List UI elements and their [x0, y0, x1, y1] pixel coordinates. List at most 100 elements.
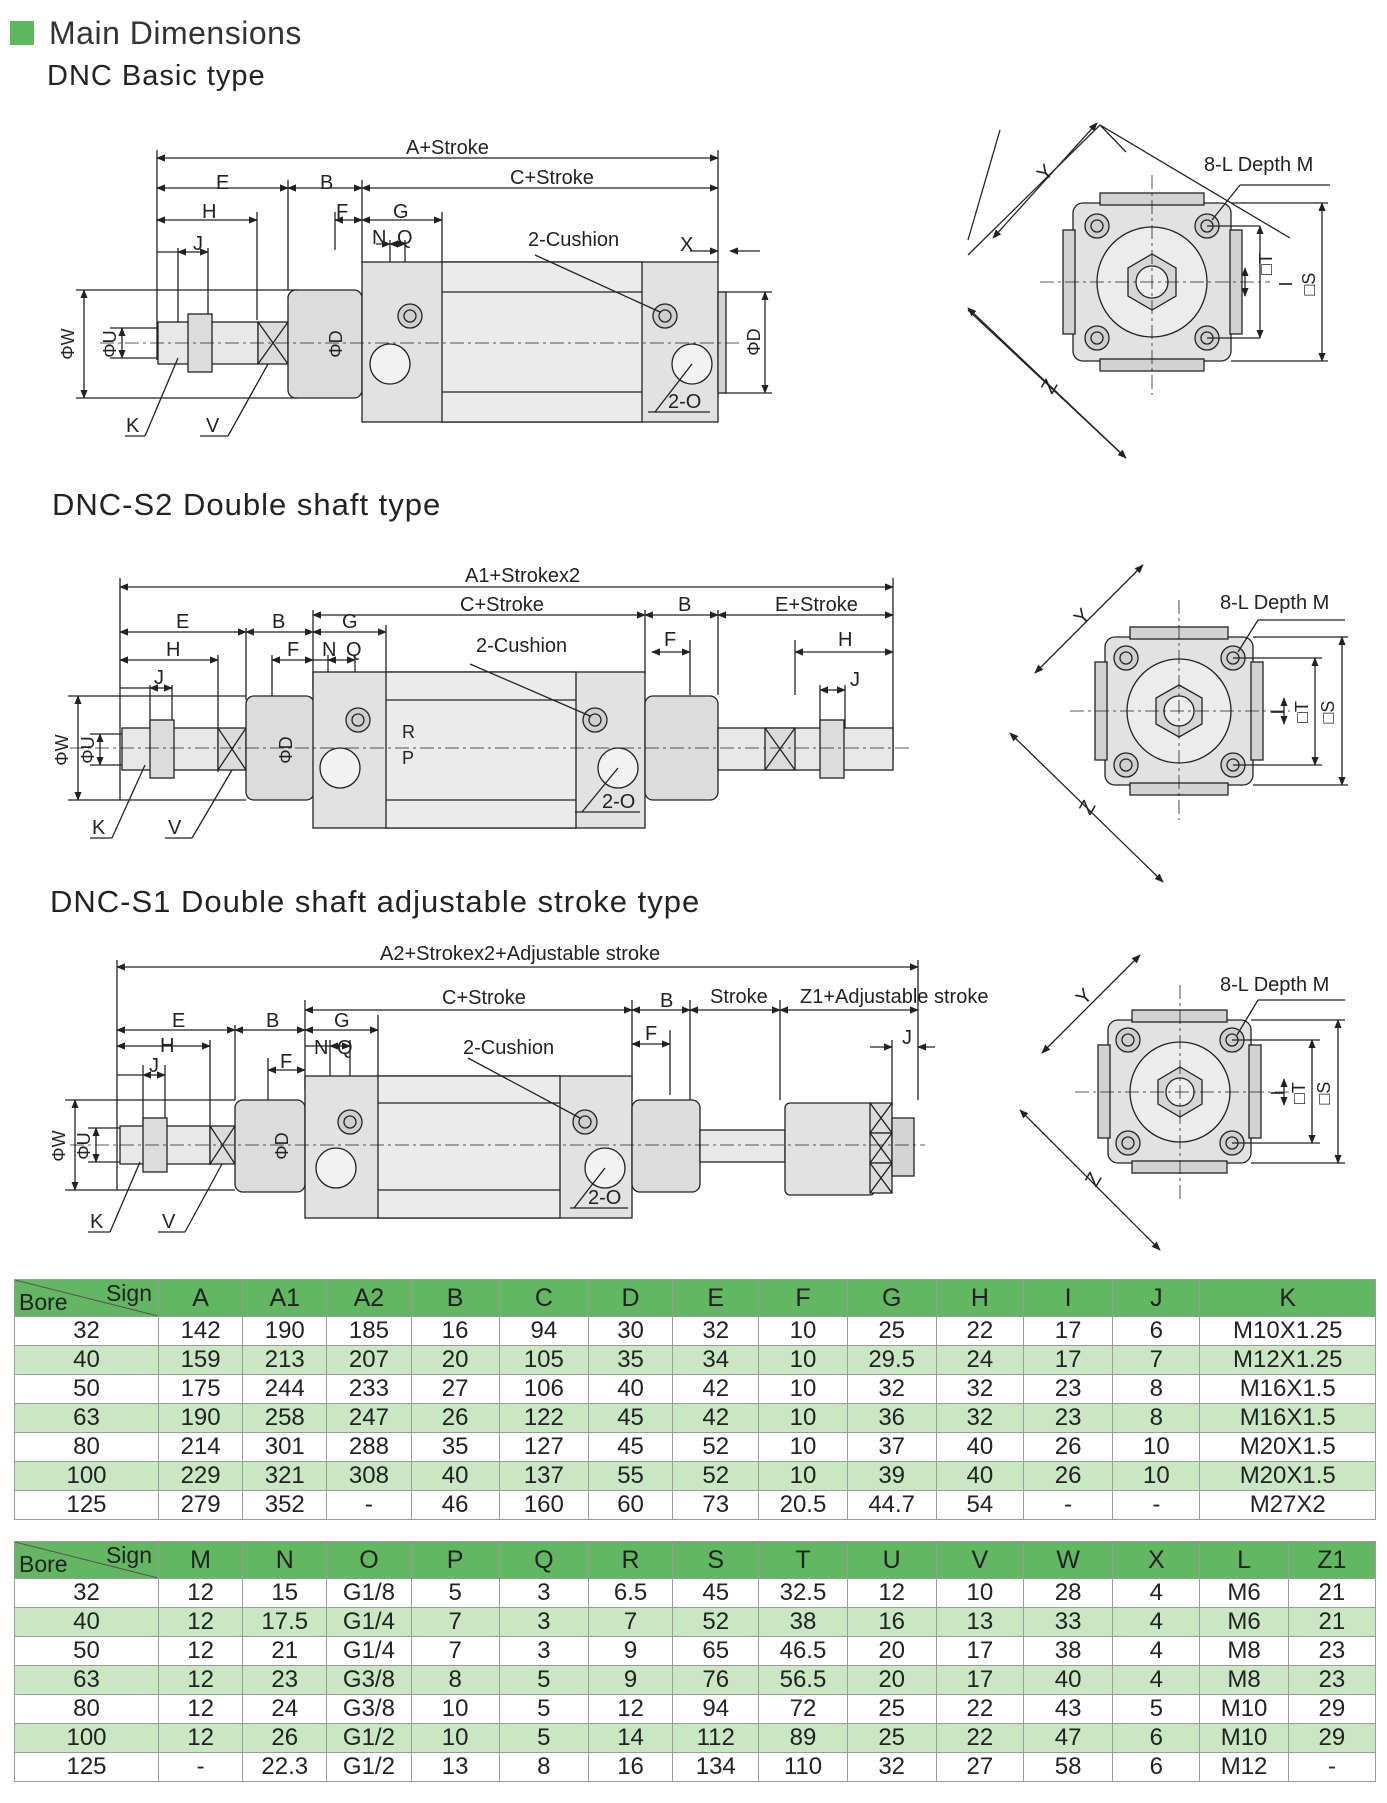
value-cell: M8 — [1199, 1636, 1289, 1666]
value-cell: M20X1.5 — [1199, 1461, 1376, 1491]
label-v: V — [206, 415, 220, 437]
value-cell: 29 — [1287, 1723, 1377, 1753]
value-cell: 207 — [326, 1345, 412, 1375]
dim-i: I — [1268, 1090, 1288, 1095]
value-cell: 17.5 — [242, 1607, 328, 1637]
bore-cell: 40 — [14, 1607, 159, 1637]
column-header: B — [410, 1279, 500, 1317]
dim-q: Q — [337, 1037, 353, 1059]
value-cell: 10 — [935, 1578, 1025, 1608]
value-cell: 5 — [1112, 1694, 1201, 1724]
value-cell: 106 — [498, 1374, 589, 1404]
label-k: K — [126, 415, 140, 437]
value-cell: 45 — [587, 1432, 674, 1462]
column-header: M — [157, 1541, 244, 1579]
dim-phi-w: ΦW — [49, 1130, 69, 1161]
value-cell: 20.5 — [758, 1490, 848, 1520]
dim-h: H — [166, 639, 180, 661]
value-cell: G1/8 — [326, 1578, 412, 1608]
dim-s: □S — [1318, 701, 1338, 724]
value-cell: 4 — [1112, 1665, 1201, 1695]
value-cell: 26 — [1022, 1461, 1114, 1491]
drawing-basic-end-labels: 8-L Depth M Y Z I □T □S — [1033, 154, 1319, 398]
dim-b: B — [272, 611, 285, 633]
dim-e: E — [216, 172, 229, 194]
value-cell: 8 — [1112, 1403, 1201, 1433]
dim-phi-w: ΦW — [52, 734, 72, 765]
value-cell: 5 — [498, 1665, 589, 1695]
value-cell: 25 — [846, 1723, 937, 1753]
value-cell: 56.5 — [758, 1665, 848, 1695]
column-header: O — [326, 1541, 412, 1579]
value-cell: 29.5 — [846, 1345, 937, 1375]
value-cell: 6.5 — [587, 1578, 674, 1608]
value-cell: M27X2 — [1199, 1490, 1376, 1520]
column-header: Z1 — [1287, 1541, 1377, 1579]
column-header: I — [1022, 1279, 1114, 1317]
value-cell: - — [1022, 1490, 1114, 1520]
dim-i: I — [1276, 281, 1296, 286]
value-cell: 185 — [326, 1316, 412, 1346]
bore-cell: 80 — [14, 1694, 159, 1724]
value-cell: 12 — [157, 1607, 244, 1637]
value-cell: 5 — [498, 1723, 589, 1753]
dim-h: H — [202, 201, 216, 223]
dim-e-stroke: E+Stroke — [775, 594, 858, 616]
label-cushion: 2-Cushion — [476, 635, 567, 657]
dim-q: Q — [397, 227, 413, 249]
dim-p: P — [402, 748, 414, 768]
value-cell: G1/4 — [326, 1636, 412, 1666]
value-cell: 22 — [935, 1694, 1025, 1724]
value-cell: 58 — [1022, 1752, 1114, 1782]
value-cell: 12 — [157, 1665, 244, 1695]
value-cell: 42 — [672, 1374, 760, 1404]
bore-cell: 63 — [14, 1403, 159, 1433]
dim-z1-adjustable: Z1+Adjustable stroke — [800, 986, 988, 1008]
value-cell: 9 — [587, 1636, 674, 1666]
bore-cell: 32 — [14, 1316, 159, 1346]
value-cell: 22 — [935, 1723, 1025, 1753]
value-cell: M10X1.25 — [1199, 1316, 1376, 1346]
section-header: Main Dimensions — [10, 14, 302, 52]
value-cell: 15 — [242, 1578, 328, 1608]
value-cell: G1/4 — [326, 1607, 412, 1637]
value-cell: G3/8 — [326, 1694, 412, 1724]
section-title-s2: DNC-S2 Double shaft type — [52, 487, 442, 522]
value-cell: 21 — [1287, 1578, 1377, 1608]
value-cell: 190 — [157, 1403, 244, 1433]
dim-c-stroke: C+Stroke — [442, 987, 526, 1009]
value-cell: 39 — [846, 1461, 937, 1491]
value-cell: M16X1.5 — [1199, 1374, 1376, 1404]
column-header: W — [1022, 1541, 1114, 1579]
value-cell: 12 — [157, 1636, 244, 1666]
column-header: F — [758, 1279, 848, 1317]
dim-n: N — [322, 639, 336, 661]
page-title: Main Dimensions — [49, 14, 302, 51]
value-cell: 10 — [758, 1374, 848, 1404]
dim-g: G — [334, 1010, 350, 1032]
value-cell: 60 — [587, 1490, 674, 1520]
value-cell: 5 — [410, 1578, 500, 1608]
value-cell: - — [326, 1490, 412, 1520]
sign-label: Sign — [105, 1280, 152, 1306]
dim-phi-w: ΦW — [58, 328, 78, 359]
value-cell: 10 — [758, 1432, 848, 1462]
value-cell: 16 — [846, 1607, 937, 1637]
section-title-s1: DNC-S1 Double shaft adjustable stroke ty… — [50, 884, 701, 919]
value-cell: 46 — [410, 1490, 500, 1520]
column-header: A — [157, 1279, 244, 1317]
value-cell: 4 — [1112, 1636, 1201, 1666]
value-cell: 352 — [242, 1490, 328, 1520]
value-cell: 4 — [1112, 1607, 1201, 1637]
value-cell: M12X1.25 — [1199, 1345, 1376, 1375]
dim-z: Z — [1081, 1169, 1106, 1191]
value-cell: 244 — [242, 1374, 328, 1404]
drawing-s1-side — [65, 960, 935, 1233]
value-cell: 8 — [498, 1752, 589, 1782]
